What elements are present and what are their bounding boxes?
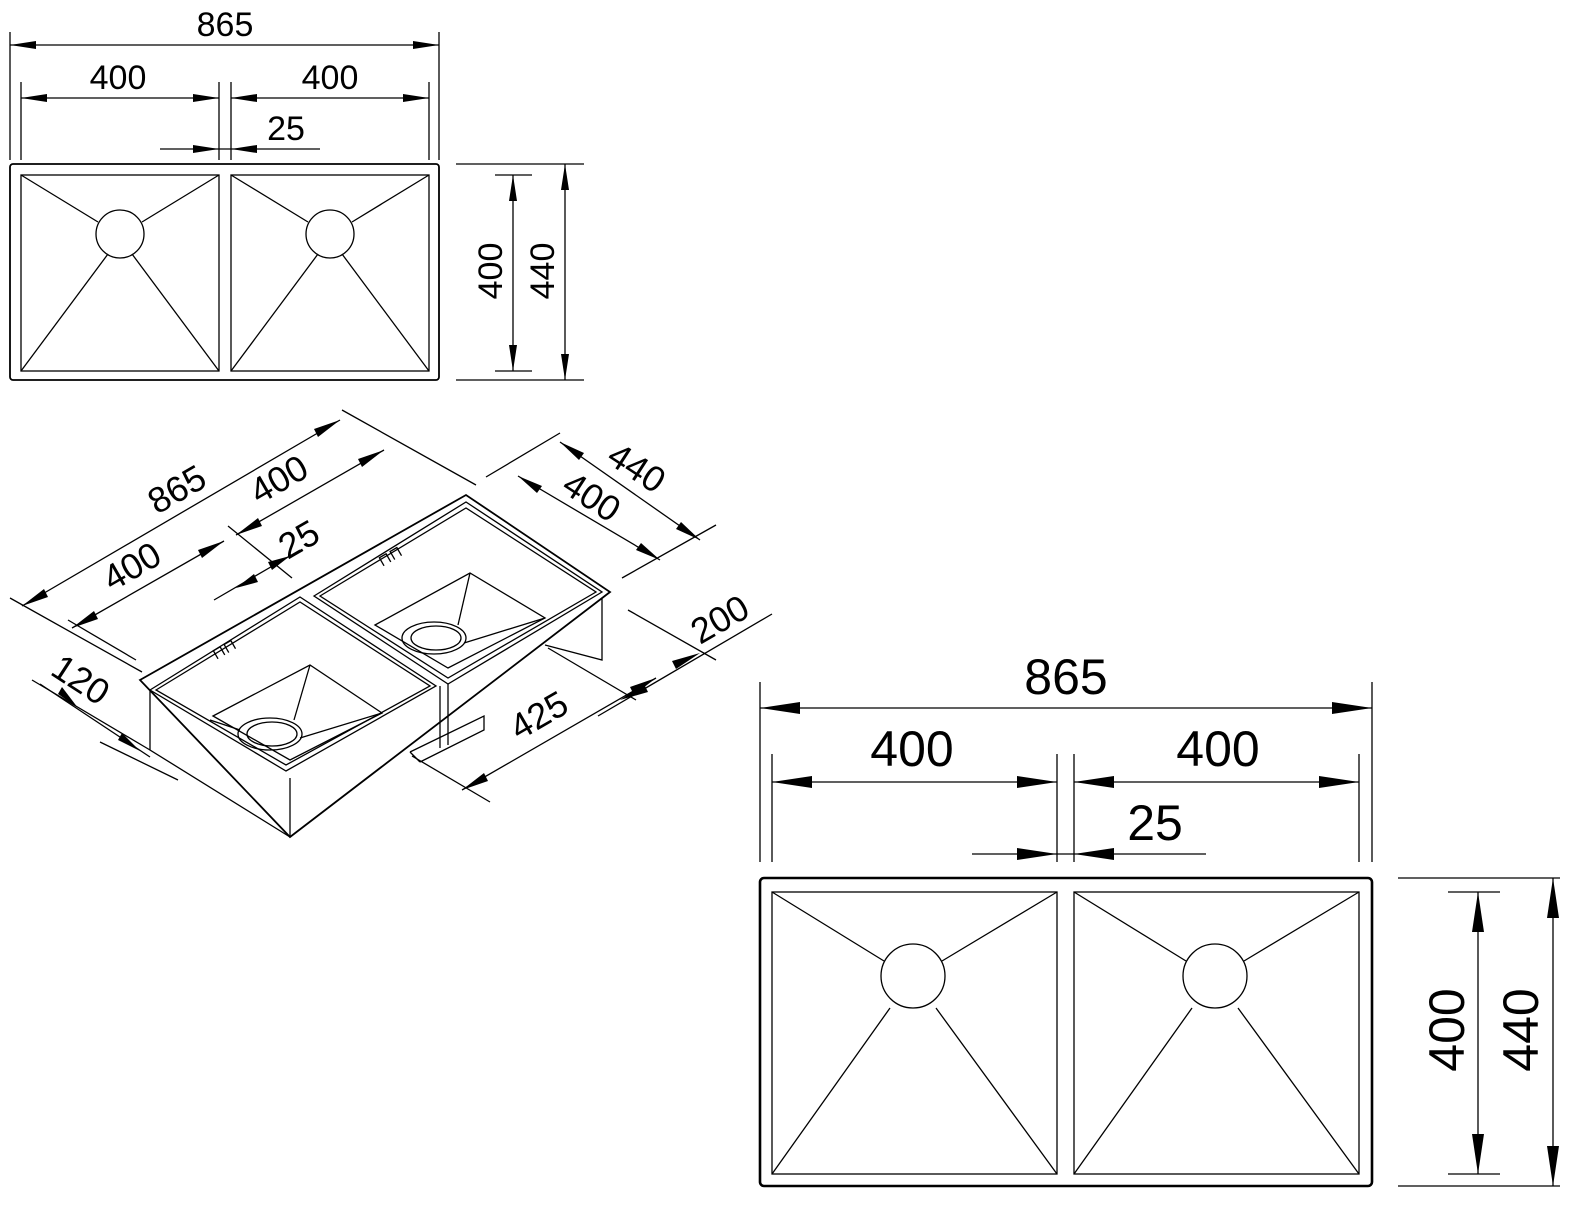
dimension-iso-lower-height: 120 [31,646,179,781]
dimension-iso-depths: 440 400 [485,432,717,579]
dim-label-400-depth: 400 [472,243,510,300]
top-view-large: 865 400 400 25 [758,649,1560,1188]
dim-label-865-large: 865 [1024,649,1107,705]
dimension-bowl-widths-small: 400 400 [20,59,430,160]
dim-label-400-right-large: 400 [1176,721,1259,777]
dimension-depths-large: 400 440 [1398,877,1560,1187]
sink-outline-large [758,876,1374,1188]
dim-label-25-large: 25 [1127,795,1183,851]
iso-dim-label-25: 25 [271,511,326,567]
isometric-view: ⊓⊓ ⊓⊓ 865 400 400 [9,409,773,839]
iso-dim-label-120: 120 [44,646,117,713]
dim-label-440-depth: 440 [524,243,562,300]
dim-label-400-left: 400 [90,59,147,97]
dim-label-400-depth-large: 400 [1419,988,1475,1071]
dim-label-400-left-large: 400 [870,721,953,777]
dim-label-25: 25 [267,110,305,148]
iso-dim-label-200: 200 [683,586,756,652]
dimension-bowl-widths-large: 400 400 [771,721,1360,862]
dimension-overall-width-small: 865 [9,6,440,160]
iso-dim-label-400-a: 400 [242,446,315,512]
dimension-depths-small: 400 440 [456,163,584,381]
dimension-divider-large: 25 [972,795,1206,860]
iso-dim-label-865: 865 [140,456,213,522]
iso-dim-label-400-b: 400 [95,533,168,599]
dim-label-400-right: 400 [302,59,359,97]
iso-dim-label-425: 425 [502,682,575,748]
dimension-iso-bowl-width-b: 400 [67,533,225,661]
dim-label-865: 865 [197,6,254,44]
dimension-iso-height: 200 [547,586,773,717]
sink-outline-small [9,163,440,381]
dim-label-440-depth-large: 440 [1493,988,1549,1071]
dimension-overall-width-large: 865 [759,649,1373,862]
overflow-marker-left: ⊓⊓ [210,636,240,663]
top-view-small: 865 400 400 25 [9,6,584,381]
dimension-iso-divider: 25 [213,511,326,601]
dimension-divider-small: 25 [160,110,320,153]
